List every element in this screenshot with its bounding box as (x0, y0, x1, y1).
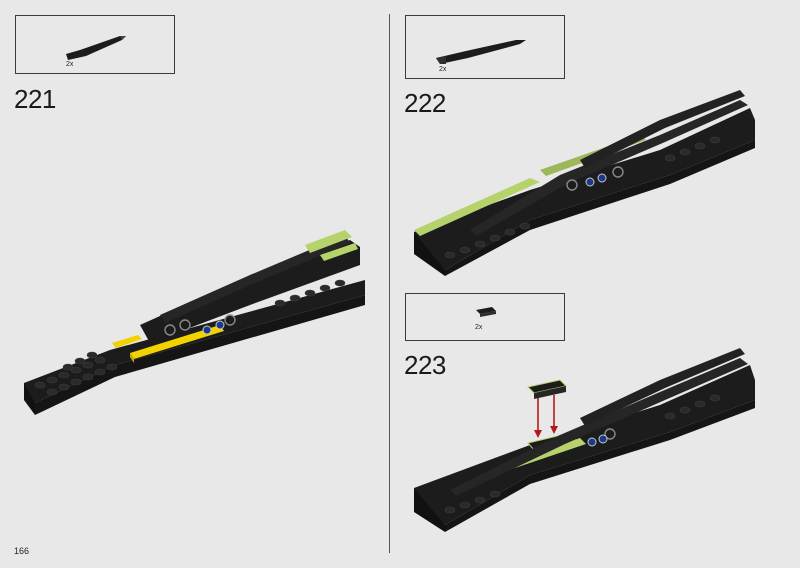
curved-slope-part-icon (436, 40, 526, 64)
tile-part-icon (476, 307, 496, 317)
page-number: 166 (14, 546, 30, 556)
tile-insertion-arrows (526, 379, 568, 438)
step-223-part-qty: 2x (475, 324, 483, 331)
step-221-part-qty: 2x (66, 61, 74, 68)
step-222-number: 222 (404, 88, 446, 118)
step-223-parts-callout: 2x (405, 293, 565, 341)
step-221-model-illustration (24, 230, 365, 415)
step-222-part-qty: 2x (439, 66, 447, 73)
step-221-parts-callout: 2x (15, 15, 175, 74)
step-221-number: 221 (14, 84, 56, 114)
step-223-model-illustration (414, 348, 755, 532)
step-222-model-illustration (414, 90, 755, 276)
page-column-divider (389, 14, 390, 553)
step-223-number: 223 (404, 350, 446, 380)
curved-slope-part-icon (66, 36, 126, 60)
step-222-parts-callout: 2x (405, 15, 565, 79)
